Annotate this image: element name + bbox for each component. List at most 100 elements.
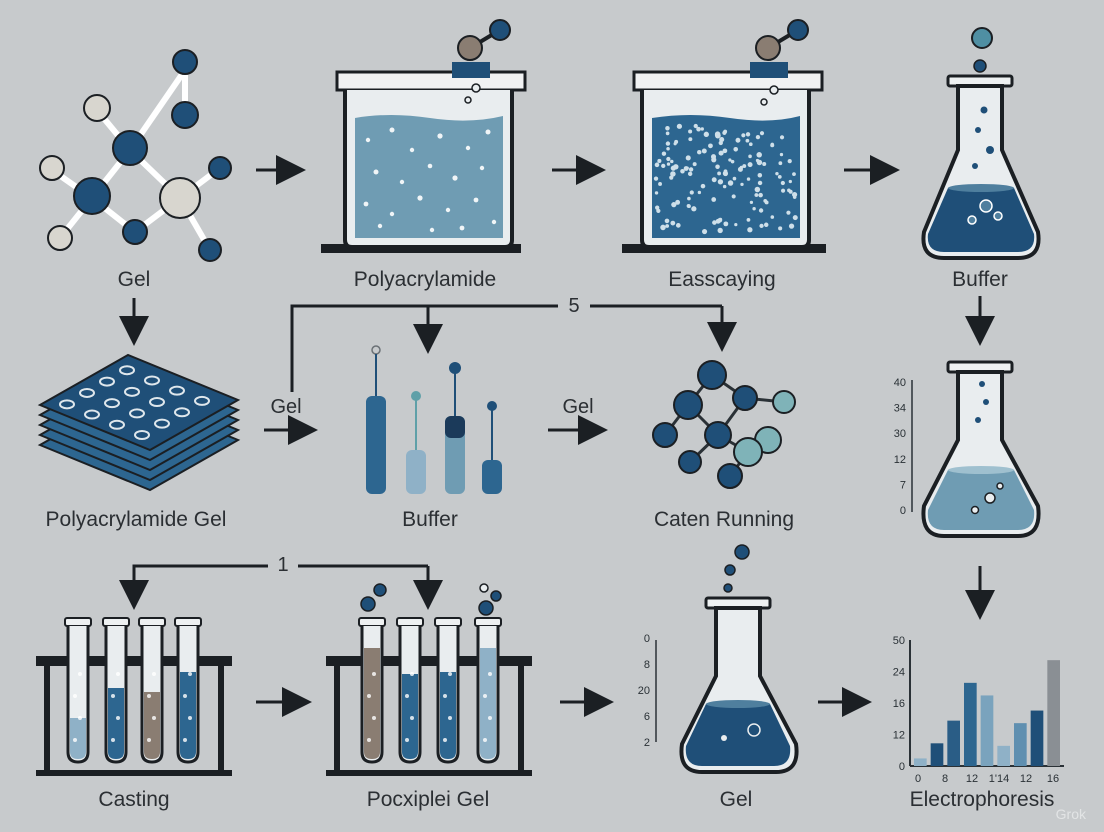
tube-bubble xyxy=(443,738,447,742)
tube-bubble xyxy=(405,694,409,698)
chart-bar xyxy=(930,743,944,766)
scale-tick-label: 0 xyxy=(644,633,650,645)
tube-bubble xyxy=(372,672,376,676)
chart-y-tick-label: 50 xyxy=(893,635,905,647)
grok-watermark: Grok xyxy=(1055,806,1086,822)
tube-bubble xyxy=(78,716,82,720)
tube-rim xyxy=(358,617,386,627)
tube-rim xyxy=(102,617,130,627)
tube-rim xyxy=(474,617,502,627)
chart-x-tick-label: 8 xyxy=(942,773,948,785)
beaker-easscaying xyxy=(622,19,826,253)
connector-label-1: 1 xyxy=(277,554,289,576)
chart-bar xyxy=(980,695,994,766)
chart-bar xyxy=(1047,660,1060,766)
chart-x-tick-label: 12 xyxy=(966,773,978,785)
tube-bubble xyxy=(183,694,187,698)
test-tube-rack-pocxiplei xyxy=(326,583,532,776)
tube-bubble xyxy=(448,672,452,676)
chart-bar xyxy=(914,758,927,766)
tube-bubble xyxy=(111,694,115,698)
connector-label-gel-mid: Gel xyxy=(562,396,594,418)
chart-x-tick-label: 12 xyxy=(1020,773,1032,785)
scale-tick-label: 20 xyxy=(638,685,650,697)
chart-bar xyxy=(1030,710,1044,766)
scale-tick-label: 6 xyxy=(644,711,650,723)
tube-bubble xyxy=(73,694,77,698)
tube-bubble xyxy=(367,694,371,698)
flow-arrows xyxy=(119,155,995,717)
tube-bubble xyxy=(78,672,82,676)
scale-tick-label: 40 xyxy=(894,377,906,389)
label-buffer-top: Buffer xyxy=(952,268,1008,291)
flask-scale-right: 40 34 30 12 7 0 xyxy=(894,377,906,517)
tube-bubble xyxy=(410,716,414,720)
scale-tick-label: 30 xyxy=(894,428,906,440)
chart-x-tick-label: 16 xyxy=(1047,773,1059,785)
chart-bar xyxy=(947,720,960,766)
beaker-polyacrylamide xyxy=(321,19,527,253)
tube-bubble xyxy=(372,716,376,720)
tube-bubble xyxy=(188,716,192,720)
tube-rim xyxy=(138,617,166,627)
tube-liquid xyxy=(440,672,456,759)
label-polyacrylamide-gel: Polyacrylamide Gel xyxy=(45,508,227,531)
tube-bubble xyxy=(448,716,452,720)
scale-tick-label: 0 xyxy=(900,505,906,517)
caten-running-molecule xyxy=(652,360,796,489)
tube-rim xyxy=(64,617,92,627)
tube-bubble xyxy=(147,694,151,698)
label-pocxiplei-gel: Pocxiplei Gel xyxy=(366,788,490,811)
scale-tick-label: 34 xyxy=(894,403,906,415)
label-electrophoresis: Electrophoresis xyxy=(909,788,1055,811)
scale-tick-label: 12 xyxy=(894,454,906,466)
tube-liquid xyxy=(180,672,196,759)
label-polyacrylamide: Polyacrylamide xyxy=(353,268,497,291)
tube-rim xyxy=(434,617,462,627)
tube-bubble xyxy=(410,672,414,676)
tube-bubble xyxy=(147,738,151,742)
label-gel-molecule: Gel xyxy=(117,268,151,291)
tube-bubble xyxy=(152,716,156,720)
tube-bubble xyxy=(116,716,120,720)
tube-liquid xyxy=(108,688,124,759)
chart-y-tick-label: 12 xyxy=(893,730,905,742)
tube-bubble xyxy=(483,738,487,742)
molecule-atoms xyxy=(39,49,232,262)
tube-bubble xyxy=(367,738,371,742)
tube-bubble xyxy=(152,672,156,676)
chart-y-tick-label: 0 xyxy=(899,761,905,773)
tube-liquid xyxy=(402,674,418,759)
connector-label-gel-left: Gel xyxy=(270,396,302,418)
connector-label-5: 5 xyxy=(568,295,580,317)
chart-x-tick-label: 0 xyxy=(915,773,921,785)
chart-bar xyxy=(997,745,1010,766)
buffer-bars xyxy=(366,345,502,494)
flask-buffer-top xyxy=(921,27,1041,260)
tube-bubble xyxy=(405,738,409,742)
label-gel-bottom: Gel xyxy=(719,788,753,811)
tube-bubble xyxy=(73,738,77,742)
chart-x-tick-label: 1'14 xyxy=(989,773,1009,785)
tube-bubble xyxy=(188,672,192,676)
scale-tick-label: 7 xyxy=(900,479,906,491)
flask-scaled-right xyxy=(911,360,1041,538)
tube-bubble xyxy=(111,738,115,742)
tube-bubble xyxy=(116,672,120,676)
label-buffer-bars: Buffer xyxy=(402,508,458,531)
tube-liquid xyxy=(364,648,380,759)
tube-liquid xyxy=(70,718,86,759)
tube-bubble xyxy=(488,716,492,720)
tube-bubble xyxy=(488,672,492,676)
chart-bar xyxy=(1014,723,1027,766)
tube-bubble xyxy=(443,694,447,698)
polyacrylamide-gel-stack xyxy=(37,353,241,492)
scale-tick-label: 2 xyxy=(644,737,650,749)
chart-bar xyxy=(964,682,977,766)
test-tube-rack-casting xyxy=(36,617,232,776)
tube-bubble xyxy=(183,738,187,742)
flask-gel-bottom xyxy=(655,544,799,774)
